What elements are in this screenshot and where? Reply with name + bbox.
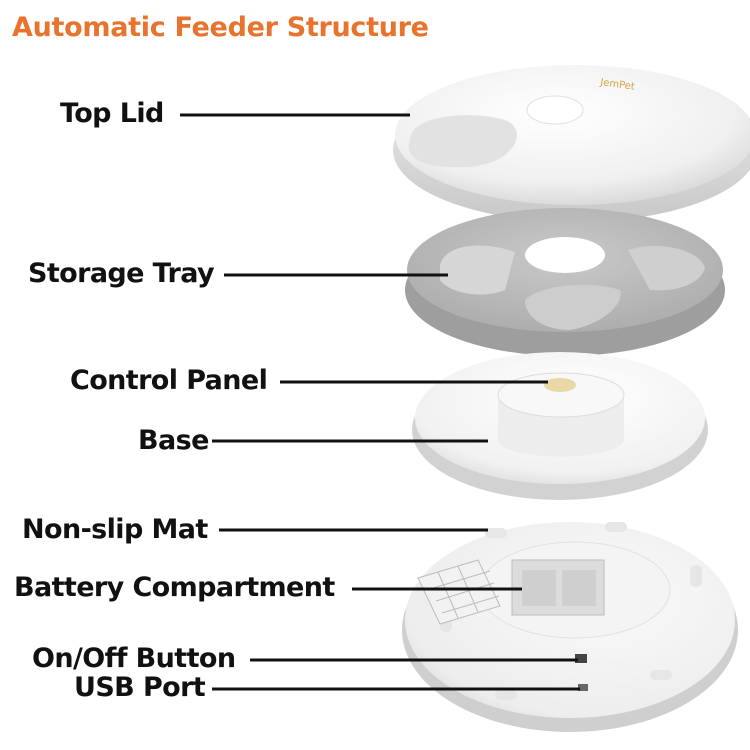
top-lid-part [393, 65, 750, 222]
label-base: Base [138, 425, 209, 456]
base-part [412, 352, 708, 500]
battery-cover [417, 559, 501, 625]
label-usb-port: USB Port [74, 672, 206, 703]
storage-tray-part [405, 208, 725, 356]
diagram-title: Automatic Feeder Structure [12, 12, 429, 43]
label-battery-compartment: Battery Compartment [14, 572, 335, 603]
label-storage-tray: Storage Tray [28, 258, 215, 289]
label-top-lid: Top Lid [60, 98, 164, 129]
leader-lines [180, 113, 580, 691]
bottom-part [402, 522, 738, 732]
label-control-panel: Control Panel [70, 365, 268, 396]
label-on-off-button: On/Off Button [32, 643, 236, 674]
label-non-slip-mat: Non-slip Mat [22, 514, 208, 545]
brand-mark: JemPet [599, 77, 636, 93]
